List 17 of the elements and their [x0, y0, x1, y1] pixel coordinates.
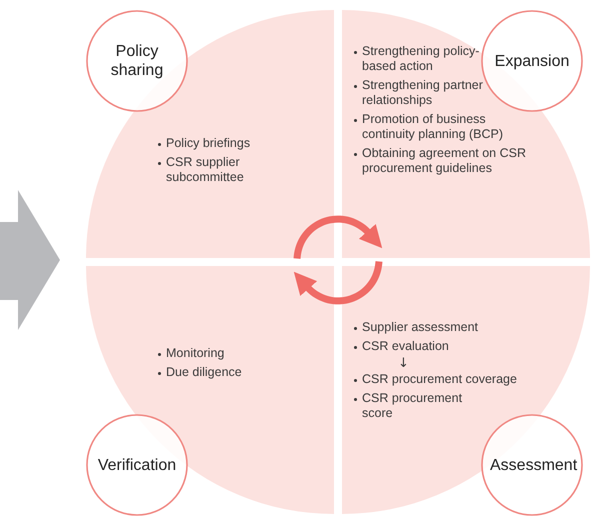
flow-arrow-glyph: ↓ — [398, 356, 409, 371]
stage-title: Policy sharing — [110, 42, 164, 80]
cycle-arrow — [294, 258, 382, 304]
bullet-item: Supplier assessment — [354, 320, 572, 335]
bullet-item: Monitoring — [158, 346, 306, 361]
bullet-item: CSR evaluation — [354, 339, 572, 354]
bullet-item: Strengthening partner relationships — [354, 78, 487, 108]
bullet-item: CSR procurement score — [354, 391, 477, 421]
bullet-item: Promotion of business continuity planning (BCP) — [354, 112, 532, 142]
stage-title: Expansion — [494, 52, 570, 70]
bullet-item: Policy briefings — [158, 136, 296, 151]
cycle-arrow — [294, 216, 382, 262]
stage-title: Verification — [98, 456, 176, 474]
bullet-item: Due diligence — [158, 365, 306, 380]
bullet-item: CSR procurement coverage — [354, 372, 572, 387]
bullet-item: Obtaining agreement on CSR procurement guidelines — [354, 146, 552, 176]
bullet-item: CSR supplier subcommittee — [158, 155, 296, 185]
